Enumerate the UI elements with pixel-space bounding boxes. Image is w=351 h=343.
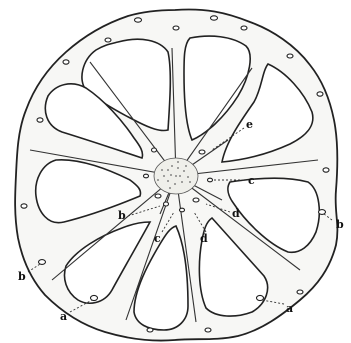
label-b-right: b [336, 218, 344, 231]
label-d-right: d [232, 207, 240, 220]
label-b-lower-left: b [18, 270, 26, 283]
label-a-right: a [286, 302, 293, 315]
label-c-right: c [248, 174, 255, 187]
label-d-lower: d [200, 232, 208, 245]
label-a-left: a [60, 310, 67, 323]
label-b-left: b [118, 209, 126, 222]
label-c-lower: c [154, 232, 161, 245]
central-core [154, 158, 198, 194]
label-e: e [246, 118, 253, 131]
